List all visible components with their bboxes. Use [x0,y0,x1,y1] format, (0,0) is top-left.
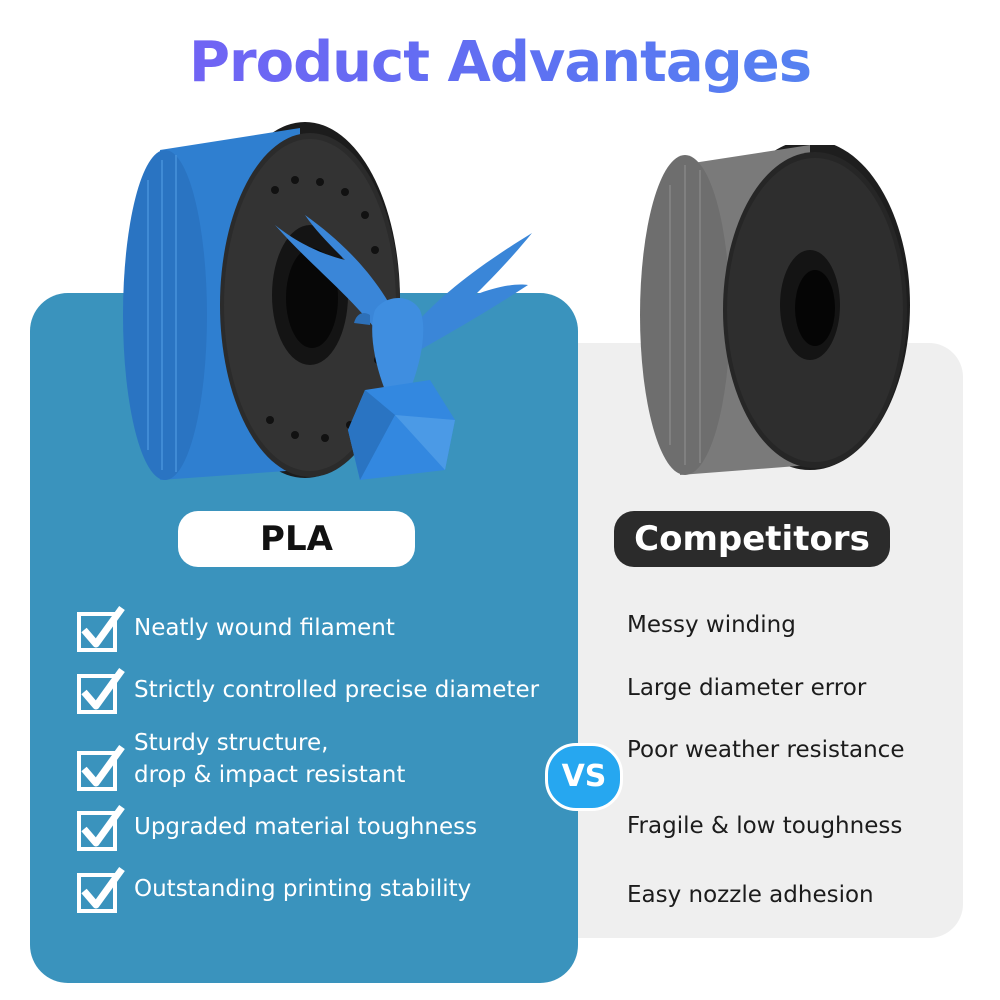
checkbox-check-icon [77,804,125,851]
disadvantage-text: Poor weather resistance [627,737,905,763]
advantage-text: Strictly controlled precise diameter [134,677,540,703]
disadvantage-text: Large diameter error [627,675,867,701]
advantage-item: Neatly wound filament [76,604,556,652]
advantage-text: Upgraded material toughness [134,814,478,840]
eagle-figure [275,215,532,480]
advantage-item: Strictly controlled precise diameter [76,666,556,714]
checkbox-check-icon [77,866,125,913]
pla-label: PLA [178,511,415,567]
advantage-text: Outstanding printing stability [134,876,472,902]
advantage-text: Sturdy structure, drop & impact resistan… [134,730,406,788]
competitors-label: Competitors [614,511,890,567]
checkbox-check-icon [77,605,125,652]
page-title: Product Advantages [0,30,1000,95]
advantage-text: Neatly wound filament [134,615,395,641]
disadvantage-text: Fragile & low toughness [627,813,903,839]
advantage-item: Upgraded material toughness [76,803,556,851]
checkbox-check-icon [77,744,125,791]
advantage-item: Sturdy structure, drop & impact resistan… [76,730,556,805]
advantage-item: Outstanding printing stability [76,865,556,913]
blue-filament-spool [123,122,400,480]
disadvantage-text: Easy nozzle adhesion [627,882,874,908]
grey-filament-spool [640,145,910,475]
disadvantage-text: Messy winding [627,612,796,638]
vs-badge: VS [545,743,623,811]
checkbox-check-icon [77,667,125,714]
